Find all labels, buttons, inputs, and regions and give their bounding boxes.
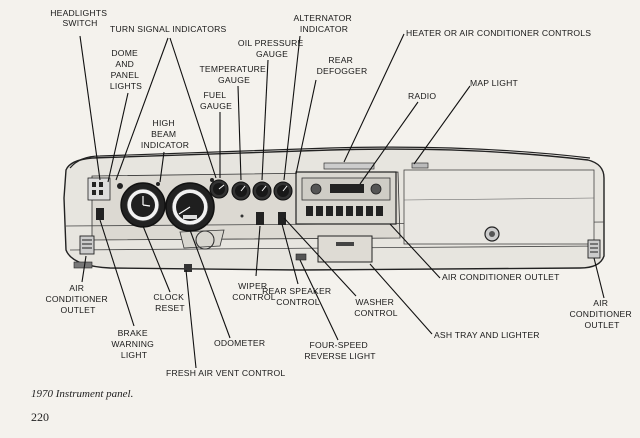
heater-control-buttons (306, 206, 383, 216)
label-turn-signal-indicators: TURN SIGNAL INDICATORS (110, 24, 227, 34)
label-fuel-gauge: FUEL GAUGE (200, 90, 232, 111)
label-wiper-control: WIPER CONTROL (232, 281, 275, 302)
label-dome-panel-lights: DOME AND PANEL LIGHTS (110, 48, 142, 91)
speedometer-dial (165, 182, 215, 232)
label-ac-outlet-left: AIR CONDITIONER OUTLET (46, 283, 111, 315)
label-ash-tray-lighter: ASH TRAY AND LIGHTER (434, 330, 540, 340)
label-fresh-air-vent-control: FRESH AIR VENT CONTROL (166, 368, 285, 378)
label-rear-speaker-control: REAR SPEAKER CONTROL (262, 286, 334, 307)
wiper-switch (256, 212, 264, 225)
label-ac-outlet-right: AIR CONDITIONER OUTLET (570, 298, 635, 330)
label-map-light: MAP LIGHT (470, 78, 519, 88)
label-headlights-switch: HEADLIGHTS SWITCH (50, 8, 110, 28)
label-rear-defogger: REAR DEFOGGER (317, 55, 368, 76)
label-four-speed-reverse-light: FOUR-SPEED REVERSE LIGHT (304, 340, 376, 361)
label-washer-control: WASHER CONTROL (354, 297, 397, 318)
label-radio: RADIO (408, 91, 436, 101)
radio-knob-left (310, 183, 322, 195)
rear-speaker-switch (278, 212, 286, 225)
turn-signal-left-lamp (156, 182, 160, 186)
radio-knob-right (370, 183, 382, 195)
fresh-air-vent-knob (184, 264, 192, 272)
small-gauges (209, 179, 293, 201)
label-heater-ac-controls: HEATER OR AIR CONDITIONER CONTROLS (406, 28, 591, 38)
label-temperature-gauge: TEMPERATURE GAUGE (199, 64, 268, 85)
callout-labels: HEADLIGHTS SWITCH TURN SIGNAL INDICATORS… (46, 8, 635, 378)
label-alternator-indicator: ALTERNATOR INDICATOR (294, 13, 355, 34)
page-number: 220 (31, 410, 49, 424)
leader-lines (79, 33, 605, 369)
high-beam-indicator-lamp (117, 183, 123, 189)
ac-outlet-right-vent (587, 239, 601, 259)
label-clock-reset: CLOCK RESET (153, 292, 186, 313)
label-oil-pressure-gauge: OIL PRESSURE GAUGE (238, 38, 306, 59)
ash-tray-pull (336, 242, 354, 246)
label-high-beam-indicator: HIGH BEAM INDICATOR (141, 118, 189, 150)
brake-warning-light (96, 208, 104, 220)
radio-dial (330, 184, 364, 193)
clock-dial (120, 182, 166, 228)
label-odometer: ODOMETER (214, 338, 265, 348)
dashboard-illustration (63, 146, 605, 272)
ac-outlet-left-vent (73, 235, 95, 269)
label-brake-warning-light: BRAKE WARNING LIGHT (111, 328, 156, 360)
map-light-lens (411, 162, 429, 169)
label-ac-outlet-center: AIR CONDITIONER OUTLET (442, 272, 560, 282)
figure-caption: 1970 Instrument panel. (31, 388, 134, 400)
